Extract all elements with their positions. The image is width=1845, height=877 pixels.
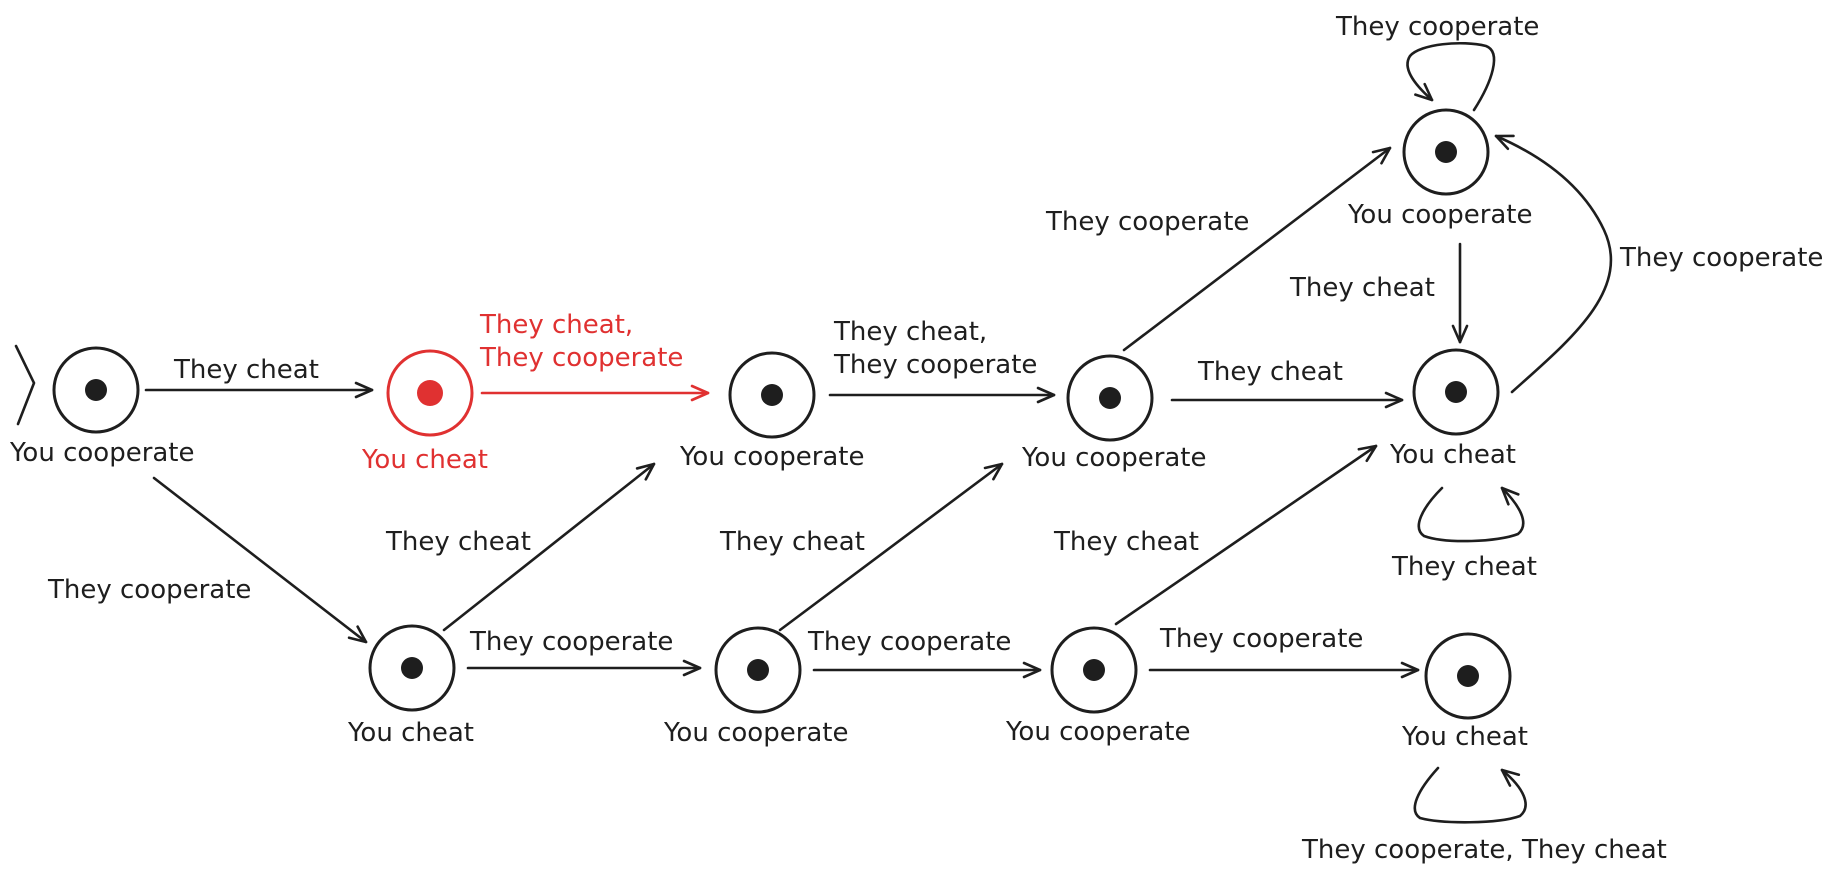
transition-label: They cheat (1391, 552, 1537, 582)
transition-label: They cooperate (1159, 624, 1363, 654)
self-loop-s5: They cheat (1391, 486, 1537, 582)
state-label: You cheat (347, 718, 474, 748)
transition-s4-s5: They cheat (1289, 242, 1469, 344)
state-s9: You cheat (1401, 632, 1528, 752)
transition-label: They cheat, (479, 310, 633, 340)
state-label: You cheat (1401, 722, 1528, 752)
transition-label: They cooperate (833, 350, 1037, 380)
transition-s6-s7: They cooperate (466, 627, 702, 677)
self-loop-s4: They cooperate (1335, 12, 1539, 112)
transition-s5-s4: They cooperate (1494, 134, 1823, 394)
transition-label: They cheat (1053, 527, 1199, 557)
transition-s0-s1: They cheat (144, 355, 374, 399)
transition-s7-s3: They cheat (719, 462, 1004, 632)
transition-label: They cheat (385, 527, 531, 557)
state-label: You cooperate (1347, 200, 1533, 230)
transition-label: They cooperate (1335, 12, 1539, 42)
state-label: You cheat (1389, 440, 1516, 470)
state-s2: You cooperate (679, 351, 865, 472)
start-marker (14, 344, 36, 426)
state-label: You cheat (361, 445, 488, 475)
transition-s3-s4: They cooperate (1045, 146, 1392, 352)
transition-s8-s5: They cheat (1053, 444, 1378, 626)
state-label: You cooperate (1005, 717, 1191, 747)
state-s4: You cooperate (1347, 108, 1533, 230)
state-s5: You cheat (1389, 348, 1516, 470)
state-label: You cooperate (9, 438, 195, 468)
transition-s3-s5: They cheat (1170, 357, 1404, 409)
transition-label: They cheat (173, 355, 319, 385)
transition-s1-s2: They cheat, They cooperate (479, 310, 710, 402)
transition-label: They cheat (1289, 273, 1435, 303)
transition-label: They cooperate, They cheat (1301, 835, 1667, 865)
state-s1: You cheat (361, 349, 488, 475)
state-s3: You cooperate (1021, 354, 1207, 473)
state-label: You cooperate (679, 442, 865, 472)
transition-label: They cheat (719, 527, 865, 557)
transition-label: They cheat (1197, 357, 1343, 387)
transition-label: They cooperate (47, 575, 251, 605)
state-s7: You cooperate (663, 626, 849, 748)
state-label: You cooperate (1021, 443, 1207, 473)
state-s6: You cheat (347, 624, 474, 748)
transition-s7-s8: They cooperate (807, 627, 1042, 679)
transition-s8-s9: They cooperate (1148, 624, 1420, 679)
self-loop-s9: They cooperate, They cheat (1301, 766, 1667, 865)
transition-s2-s3: They cheat, They cooperate (828, 317, 1056, 404)
state-s8: You cooperate (1005, 626, 1191, 747)
transition-label: They cooperate (479, 343, 683, 373)
transition-label: They cooperate (469, 627, 673, 657)
transition-s0-s6: They cooperate (47, 476, 368, 644)
transition-label: They cooperate (1619, 243, 1823, 273)
state-s0: You cooperate (9, 346, 195, 468)
state-label: You cooperate (663, 718, 849, 748)
transition-label: They cooperate (807, 627, 1011, 657)
transition-label: They cooperate (1045, 207, 1249, 237)
transition-s6-s2: They cheat (385, 462, 656, 632)
transition-label: They cheat, (833, 317, 987, 347)
